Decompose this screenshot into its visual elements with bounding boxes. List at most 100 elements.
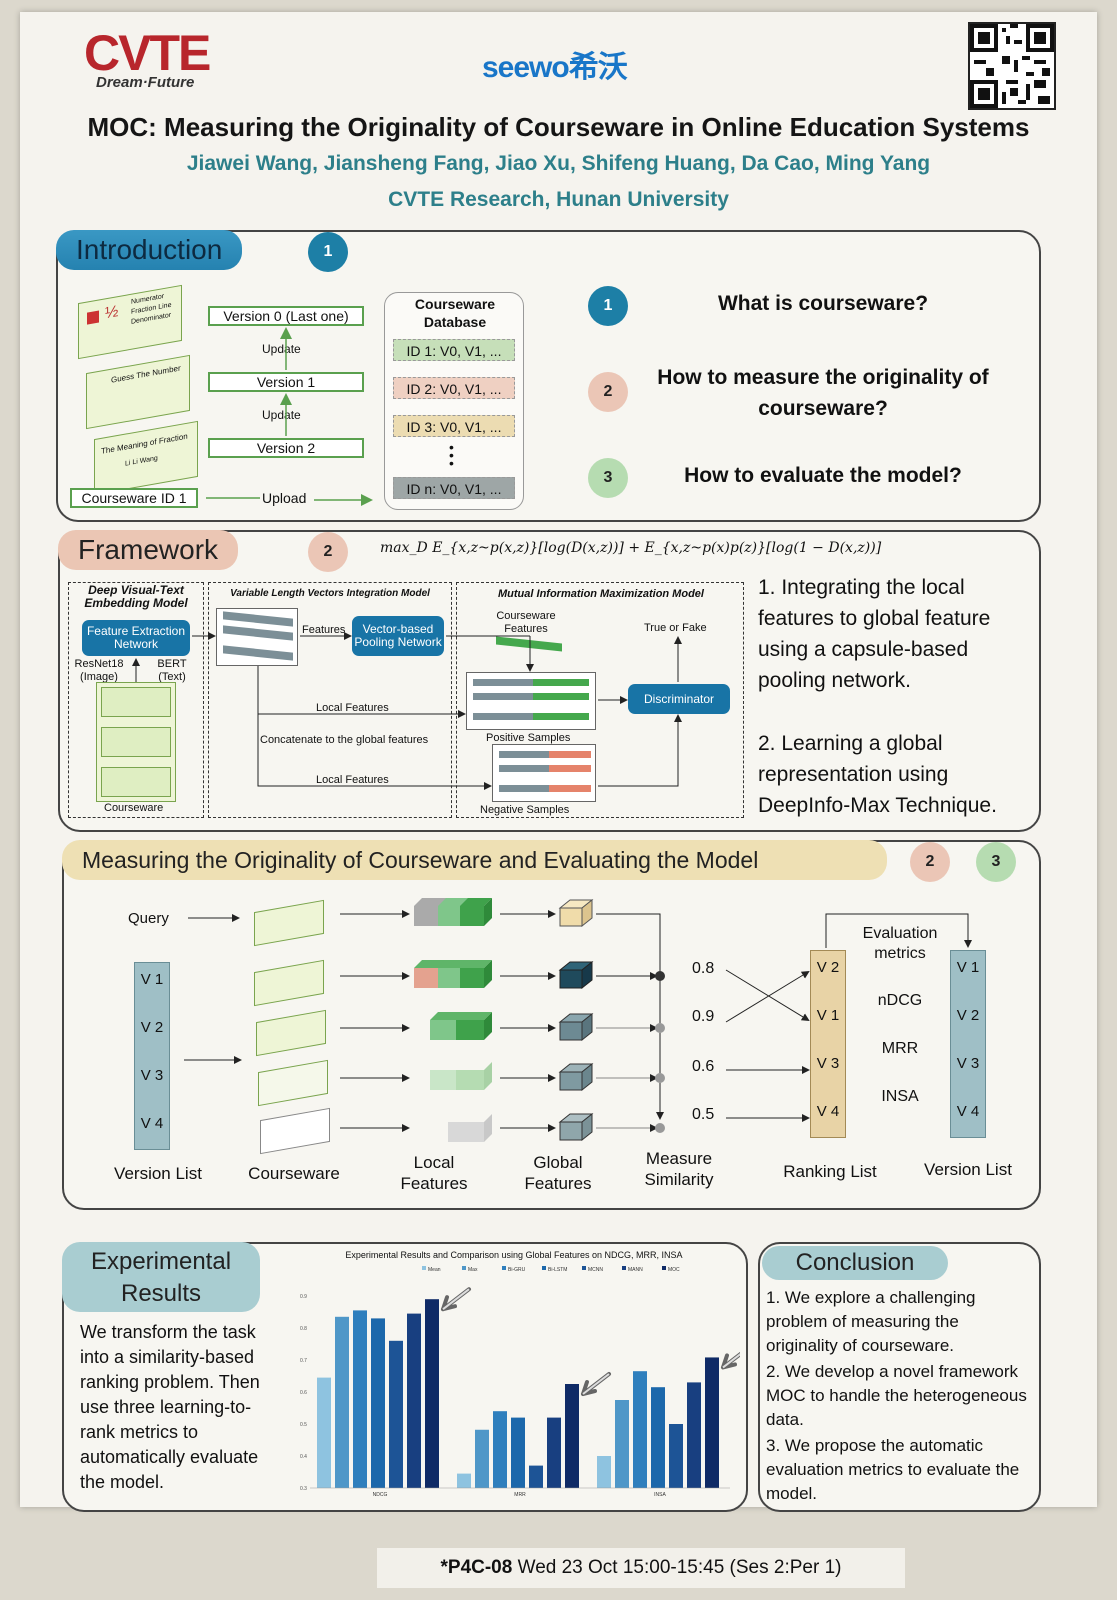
best-result-arrow-fill [722,1353,740,1369]
bar-ndcg-bi-lstm [371,1318,385,1488]
measuring-diagram [184,898,972,1142]
legend-label: MOC [668,1267,680,1273]
version-item-4: V 4 [140,1115,164,1132]
feature-extraction-network: Feature Extraction Network [82,620,190,656]
conclusion-section: Conclusion 1. We explore a challenging p… [758,1242,1041,1512]
db-row-2: ID 2: V0, V1, ... [393,377,515,399]
ranking-item-1: V 2 [816,959,840,976]
legend-label: Mean [428,1267,441,1273]
courseware-features-label: Courseware Features [496,610,556,635]
measuring-section: Measuring the Originality of Courseware … [62,840,1041,1210]
bar-mrr-mann [547,1417,561,1488]
db-row-n: ID n: V0, V1, ... [393,477,515,499]
y-tick-label: 0.7 [300,1358,307,1364]
intro-badge: 1 [308,232,348,272]
bar-ndcg-moc [425,1299,439,1488]
version-list-right: V 1 V 2 V 3 V 4 [950,950,986,1138]
ranking-item-2: V 1 [816,1007,840,1024]
score-1: 0.8 [692,960,715,977]
legend-swatch [662,1266,666,1270]
legend-swatch [422,1266,426,1270]
intro-arrows [206,327,373,506]
version-item-1: V 1 [140,971,164,988]
version-item-3: V 3 [140,1067,164,1084]
version-0-box: Version 0 (Last one) [208,306,364,326]
caption-version-list-right: Version List [924,1160,1012,1179]
pooling-network: Vector-based Pooling Network [352,616,444,656]
framework-formula: max_D E_{x,z~p(x,z)}[log(D(x,z))] + E_{x… [380,540,882,556]
db-row-1: ID 1: V0, V1, ... [393,339,515,361]
conclusion-point-2: 2. We develop a novel framework MOC to h… [766,1362,1027,1429]
y-tick-label: 0.9 [300,1294,307,1300]
legend-label: Bi-GRU [508,1267,526,1273]
caption-courseware: Courseware [248,1164,340,1183]
caption-version-list: Version List [114,1164,202,1183]
database-title: Courseware Database [414,296,496,330]
courseware-database: Courseware Database ID 1: V0, V1, ... ID… [384,292,524,510]
conclusion-point-1: 1. We explore a challenging problem of m… [766,1288,976,1355]
metric-insa: INSA [881,1088,919,1105]
bar-insa-bi-lstm [651,1387,665,1488]
resnet-label: ResNet18 (Image) [74,658,124,683]
measuring-heading: Measuring the Originality of Courseware … [62,840,887,880]
x-tick-label: NDCG [373,1492,388,1498]
legend-label: MANN [628,1267,643,1273]
bar-ndcg-mann [407,1313,421,1488]
legend-label: MCNN [588,1267,603,1273]
measuring-badge-3: 3 [976,842,1016,882]
score-2: 0.9 [692,1008,715,1025]
metric-mrr: MRR [881,1040,919,1057]
authors: Jiawei Wang, Jiansheng Fang, Jiao Xu, Sh… [186,152,931,175]
version-2-box: Version 2 [208,438,364,458]
question-badge-3: 3 [588,458,628,498]
session-code: *P4C-08 [440,1557,513,1578]
mutual-block-title: Mutual Information Maximization Model [498,588,704,600]
local-vector-stack [216,608,298,666]
version-list-left: V 1 V 2 V 3 V 4 [134,962,170,1150]
question-badge-2: 2 [588,372,628,412]
best-result-arrow-fill [582,1373,610,1395]
caption-ranking-list: Ranking List [783,1162,877,1181]
result-item-4: V 4 [956,1103,980,1120]
poster: CVTE Dream·Future seewo希沃 MOC: Measuring… [20,12,1097,1512]
y-tick-label: 0.4 [300,1454,307,1460]
framework-badge: 2 [308,532,348,572]
visual-block [68,582,204,818]
bar-mrr-bi-gru [493,1411,507,1488]
legend-swatch [582,1266,586,1270]
question-1: What is courseware? [717,292,929,315]
update-label-1: Update [262,342,301,356]
caption-measure-similarity: Measure Similarity [644,1149,714,1189]
positive-samples-label: Positive Samples [486,732,571,744]
discriminator-box: Discriminator [628,684,730,714]
metric-ndcg: nDCG [877,992,923,1009]
bar-insa-mcnn [669,1424,683,1488]
bar-ndcg-mean [317,1377,331,1488]
framework-point-2: 2. Learning a global representation usin… [758,732,997,817]
bar-insa-mean [597,1456,611,1488]
affiliation: CVTE Research, Hunan University [388,188,729,211]
seewo-logo: seewo希沃 [482,51,628,84]
visual-block-title: Deep Visual-Text Embedding Model [84,583,188,610]
introduction-heading: Introduction [56,230,243,270]
score-4: 0.5 [692,1106,715,1123]
negative-samples-box [492,744,596,802]
local-features-label-1: Local Features [316,702,389,714]
bar-mrr-max [475,1429,489,1488]
measuring-badge-2: 2 [910,842,950,882]
legend-swatch [542,1266,546,1270]
courseware-label: Courseware [104,802,164,814]
result-item-3: V 3 [956,1055,980,1072]
ranking-item-4: V 4 [816,1103,840,1120]
qr-code-icon[interactable] [968,22,1056,110]
best-result-arrow-fill [442,1288,470,1310]
y-tick-label: 0.6 [300,1390,307,1396]
cvte-tagline: Dream·Future [96,74,195,91]
score-3: 0.6 [692,1058,715,1075]
legend-swatch [622,1266,626,1270]
framework-point-1: 1. Integrating the local features to glo… [758,576,991,692]
update-label-2: Update [262,408,301,422]
concatenate-label: Concatenate to the global features [260,734,429,746]
legend-swatch [502,1266,506,1270]
